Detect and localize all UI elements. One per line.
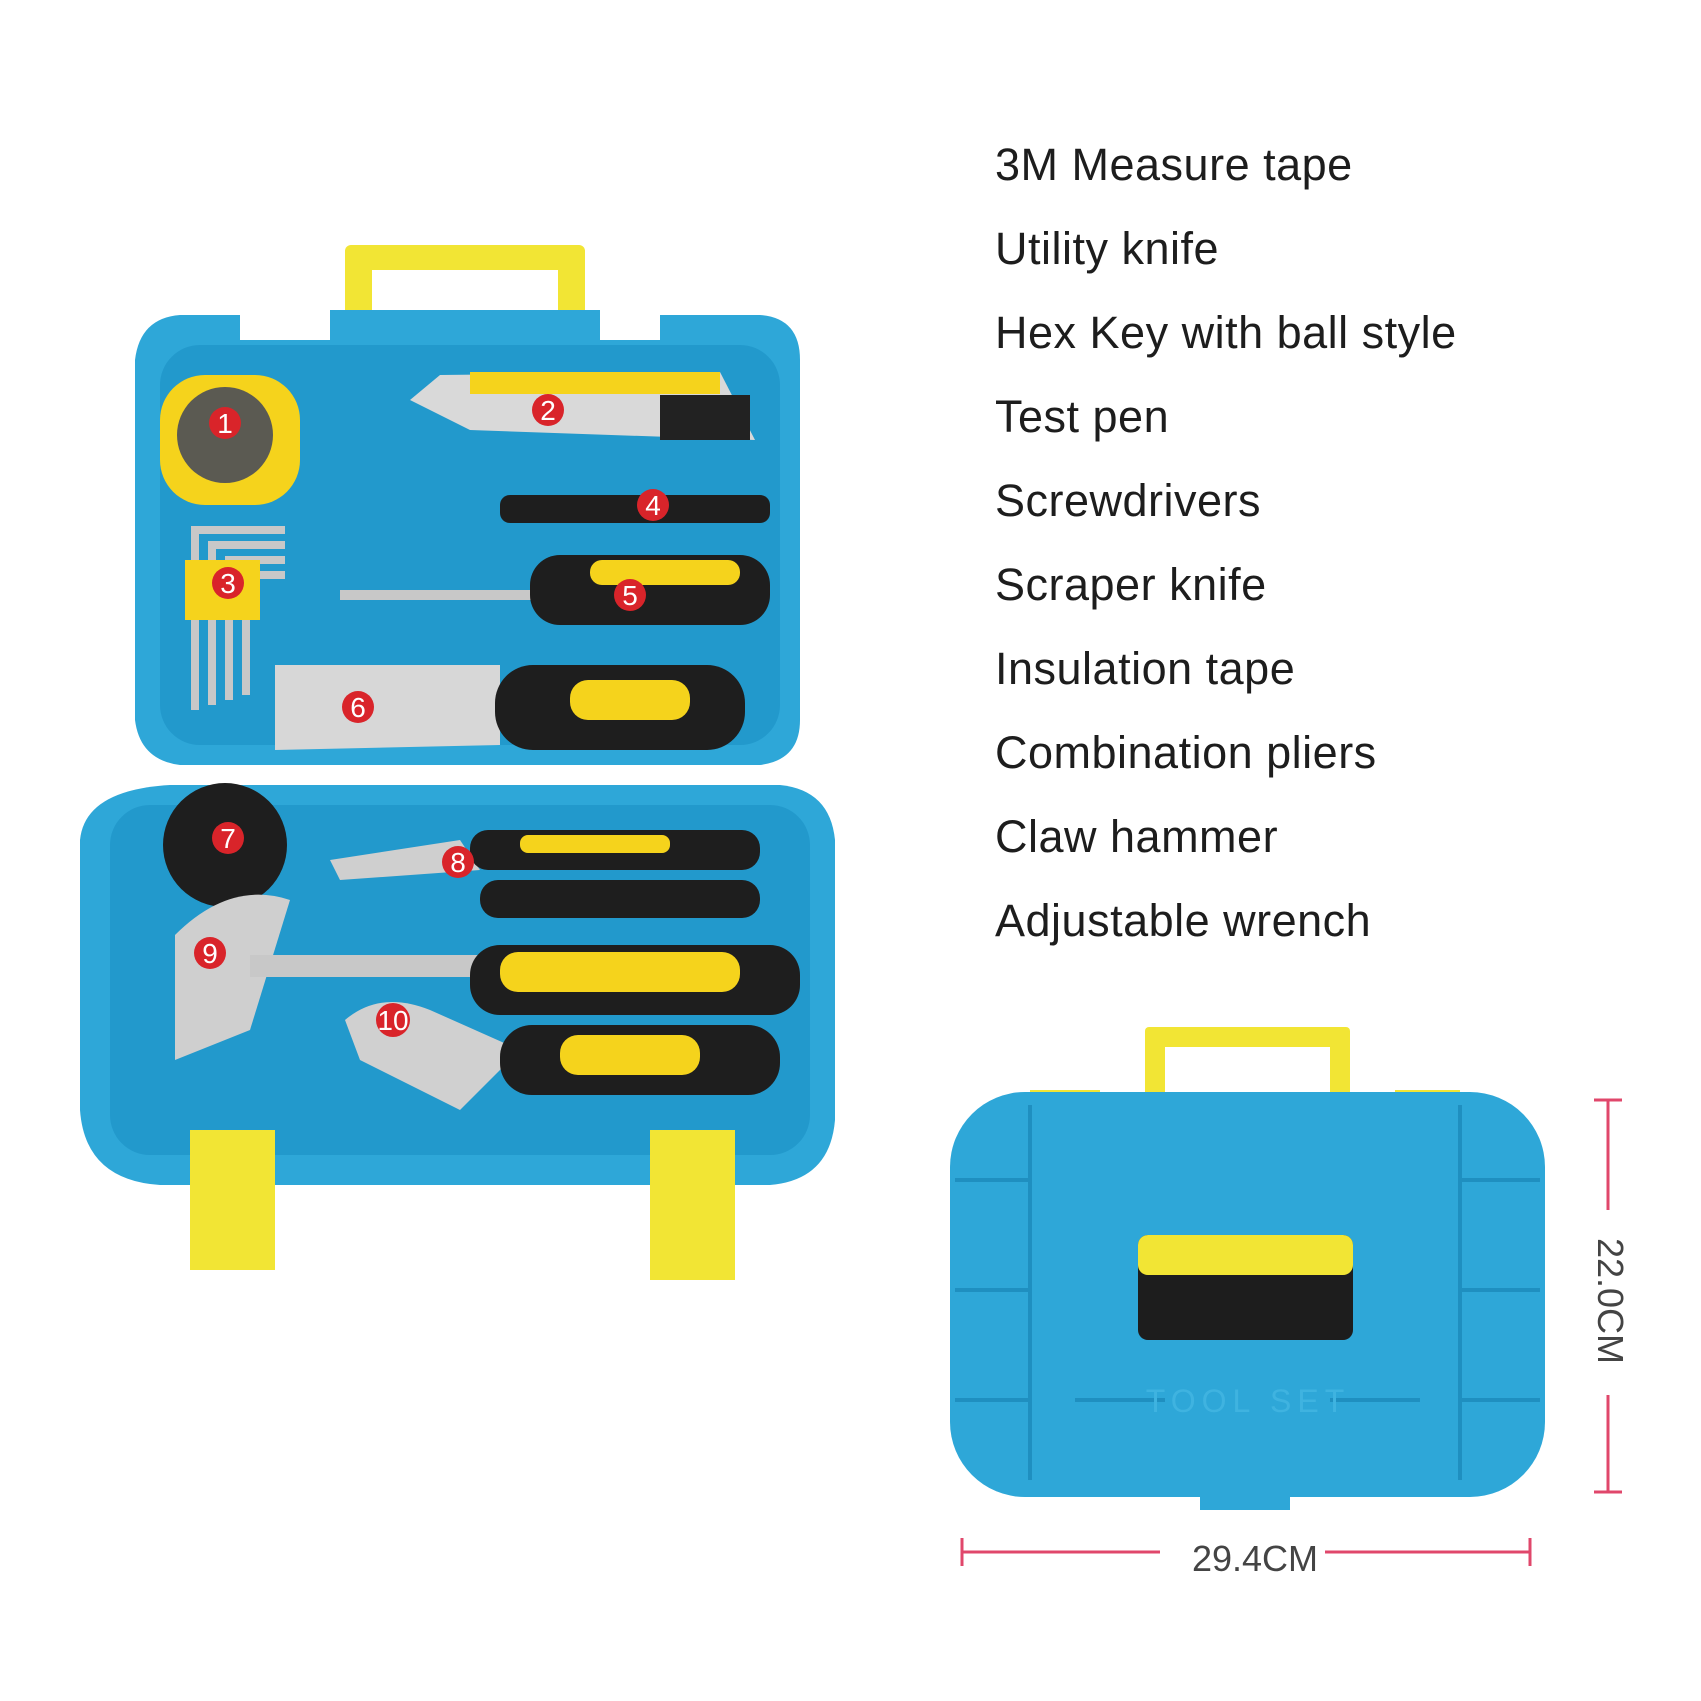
case-latch-left xyxy=(190,1130,275,1270)
tool-list-item: Test pen xyxy=(995,391,1170,442)
tool-scraper-knife xyxy=(275,665,745,750)
callout-10-label: 10 xyxy=(377,1005,408,1036)
tool-list-item: Scraper knife xyxy=(995,559,1267,610)
callout-8 xyxy=(442,846,474,878)
tool-list-item: Utility knife xyxy=(995,223,1220,274)
callout-5 xyxy=(614,579,646,611)
callout-8-label: 8 xyxy=(450,847,466,878)
tool-list-item: Adjustable wrench xyxy=(995,895,1372,946)
case-latch-right xyxy=(650,1130,735,1280)
callout-6 xyxy=(342,691,374,723)
tool-claw-hammer xyxy=(175,894,800,1060)
tool-measure-tape xyxy=(160,375,300,505)
callout-2-label: 2 xyxy=(540,395,556,426)
callout-10 xyxy=(376,1003,410,1037)
tool-list-item: Hex Key with ball style xyxy=(995,307,1457,358)
callout-9-label: 9 xyxy=(202,938,218,969)
callout-5-label: 5 xyxy=(622,580,638,611)
callout-4 xyxy=(637,489,669,521)
dimension-lines xyxy=(960,1098,1622,1566)
height-dimension-label: 22.0CM xyxy=(1590,1237,1631,1365)
tool-utility-knife xyxy=(410,372,755,440)
callout-3-label: 3 xyxy=(220,568,236,599)
callout-1 xyxy=(209,407,241,439)
tool-screwdriver xyxy=(340,555,770,625)
callout-2 xyxy=(532,394,564,426)
tool-list-item: Screwdrivers xyxy=(995,475,1262,526)
tool-list-item: Claw hammer xyxy=(995,811,1279,862)
tool-list-item: Insulation tape xyxy=(995,643,1296,694)
callout-markers: 1 2 3 4 5 6 7 8 9 10 xyxy=(194,394,669,1037)
tool-combination-pliers xyxy=(330,830,760,918)
tool-list-item: 3M Measure tape xyxy=(995,139,1353,190)
callout-7 xyxy=(212,822,244,854)
callout-7-label: 7 xyxy=(220,823,236,854)
callout-1-label: 1 xyxy=(217,408,233,439)
callout-3 xyxy=(212,567,244,599)
closed-tool-case: TOOL SET xyxy=(950,1027,1545,1510)
open-tool-case: 1 2 3 4 5 6 7 8 9 10 xyxy=(80,245,835,1280)
tool-list-item: Combination pliers xyxy=(995,727,1377,778)
tool-list: 3M Measure tape Utility knife Hex Key wi… xyxy=(995,135,1457,975)
case-emboss-text: TOOL SET xyxy=(1146,1383,1350,1419)
tool-test-pen xyxy=(500,495,770,523)
callout-6-label: 6 xyxy=(350,692,366,723)
callout-4-label: 4 xyxy=(645,490,661,521)
callout-9 xyxy=(194,937,226,969)
width-dimension-label: 29.4CM xyxy=(1191,1538,1319,1579)
